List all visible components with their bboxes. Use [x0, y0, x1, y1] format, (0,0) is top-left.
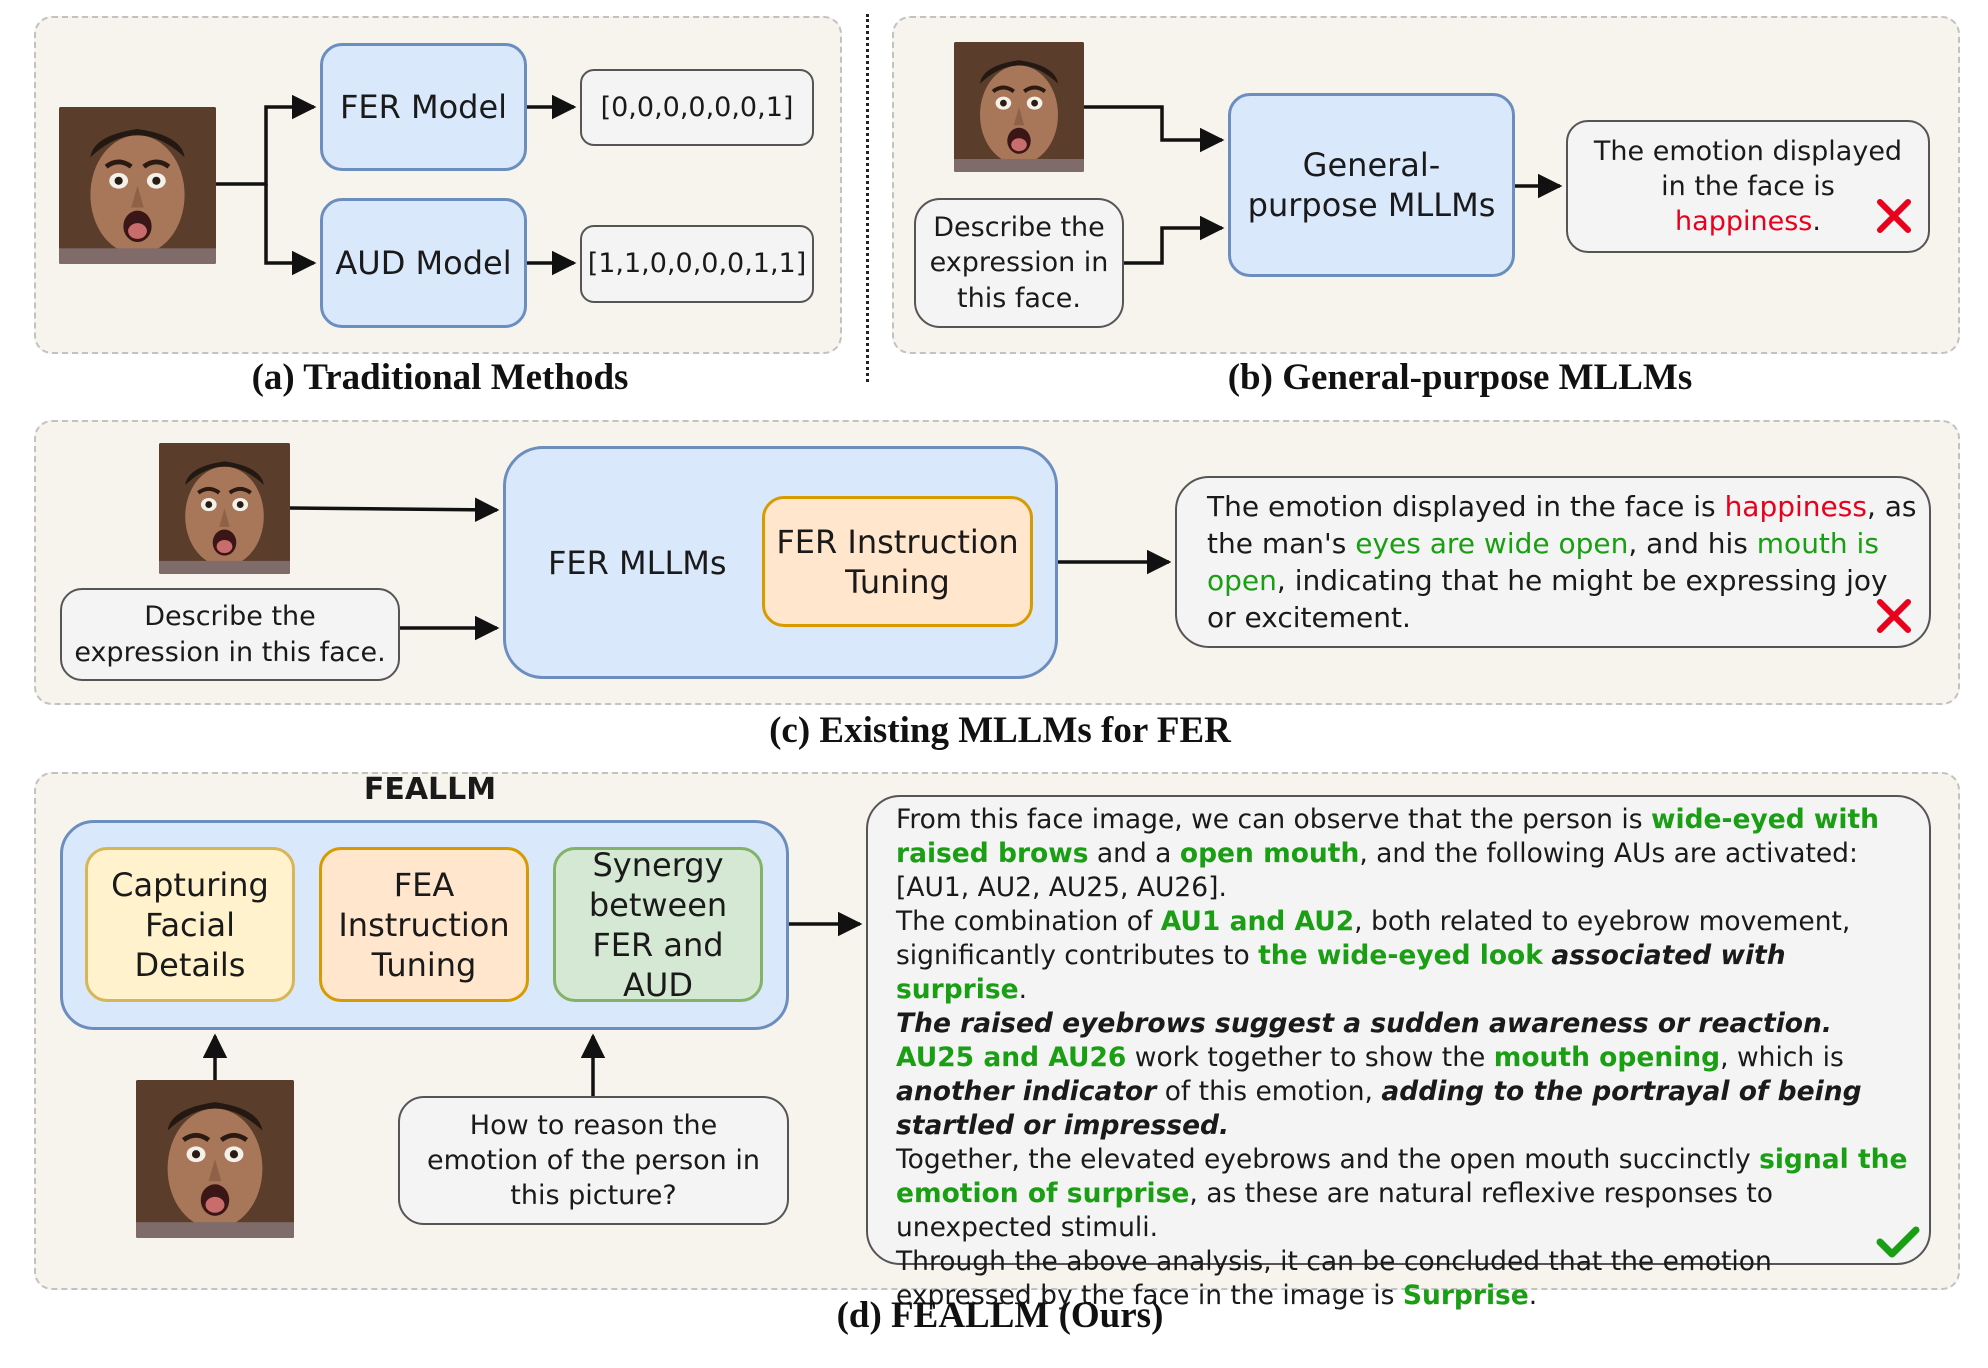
- caption-b: (b) General-purpose MLLMs: [1227, 357, 1693, 398]
- prompt-box-b: Describe the expression in this face.: [914, 198, 1124, 328]
- caption-d: (d) FEALLM (Ours): [836, 1295, 1164, 1336]
- cross-icon: [1877, 199, 1911, 233]
- fer-output-box: [0,0,0,0,0,0,1]: [580, 69, 814, 146]
- face-photo: [954, 42, 1084, 172]
- face-photo: [59, 107, 216, 264]
- fer-instruction-tuning-box: FER Instruction Tuning: [762, 496, 1033, 627]
- divider: [866, 14, 869, 382]
- face-photo: [159, 443, 290, 574]
- caption-c: (c) Existing MLLMs for FER: [769, 710, 1231, 751]
- aud-model-box: AUD Model: [320, 198, 527, 328]
- general-mllm-box: General-purpose MLLMs: [1228, 93, 1515, 277]
- prompt-box-d: How to reason the emotion of the person …: [398, 1096, 789, 1225]
- feallm-title: FEALLM: [363, 772, 497, 807]
- response-box-d: From this face image, we can observe tha…: [866, 795, 1931, 1311]
- prompt-box-c: Describe the expression in this face.: [60, 588, 400, 681]
- aud-output-box: [1,1,0,0,0,0,1,1]: [580, 225, 814, 303]
- cross-icon: [1877, 599, 1911, 633]
- fea-instruction-tuning-box: FEA Instruction Tuning: [319, 847, 529, 1002]
- synergy-box: Synergy between FER and AUD: [553, 846, 763, 1004]
- response-box-c: The emotion displayed in the face is hap…: [1175, 476, 1931, 648]
- capturing-facial-details-box: Capturing Facial Details: [85, 847, 295, 1002]
- face-photo: [136, 1080, 294, 1238]
- check-icon: [1876, 1226, 1920, 1258]
- caption-a: (a) Traditional Methods: [251, 357, 629, 398]
- fer-model-box: FER Model: [320, 43, 527, 171]
- response-box-b: The emotion displayed in the face is hap…: [1566, 120, 1930, 253]
